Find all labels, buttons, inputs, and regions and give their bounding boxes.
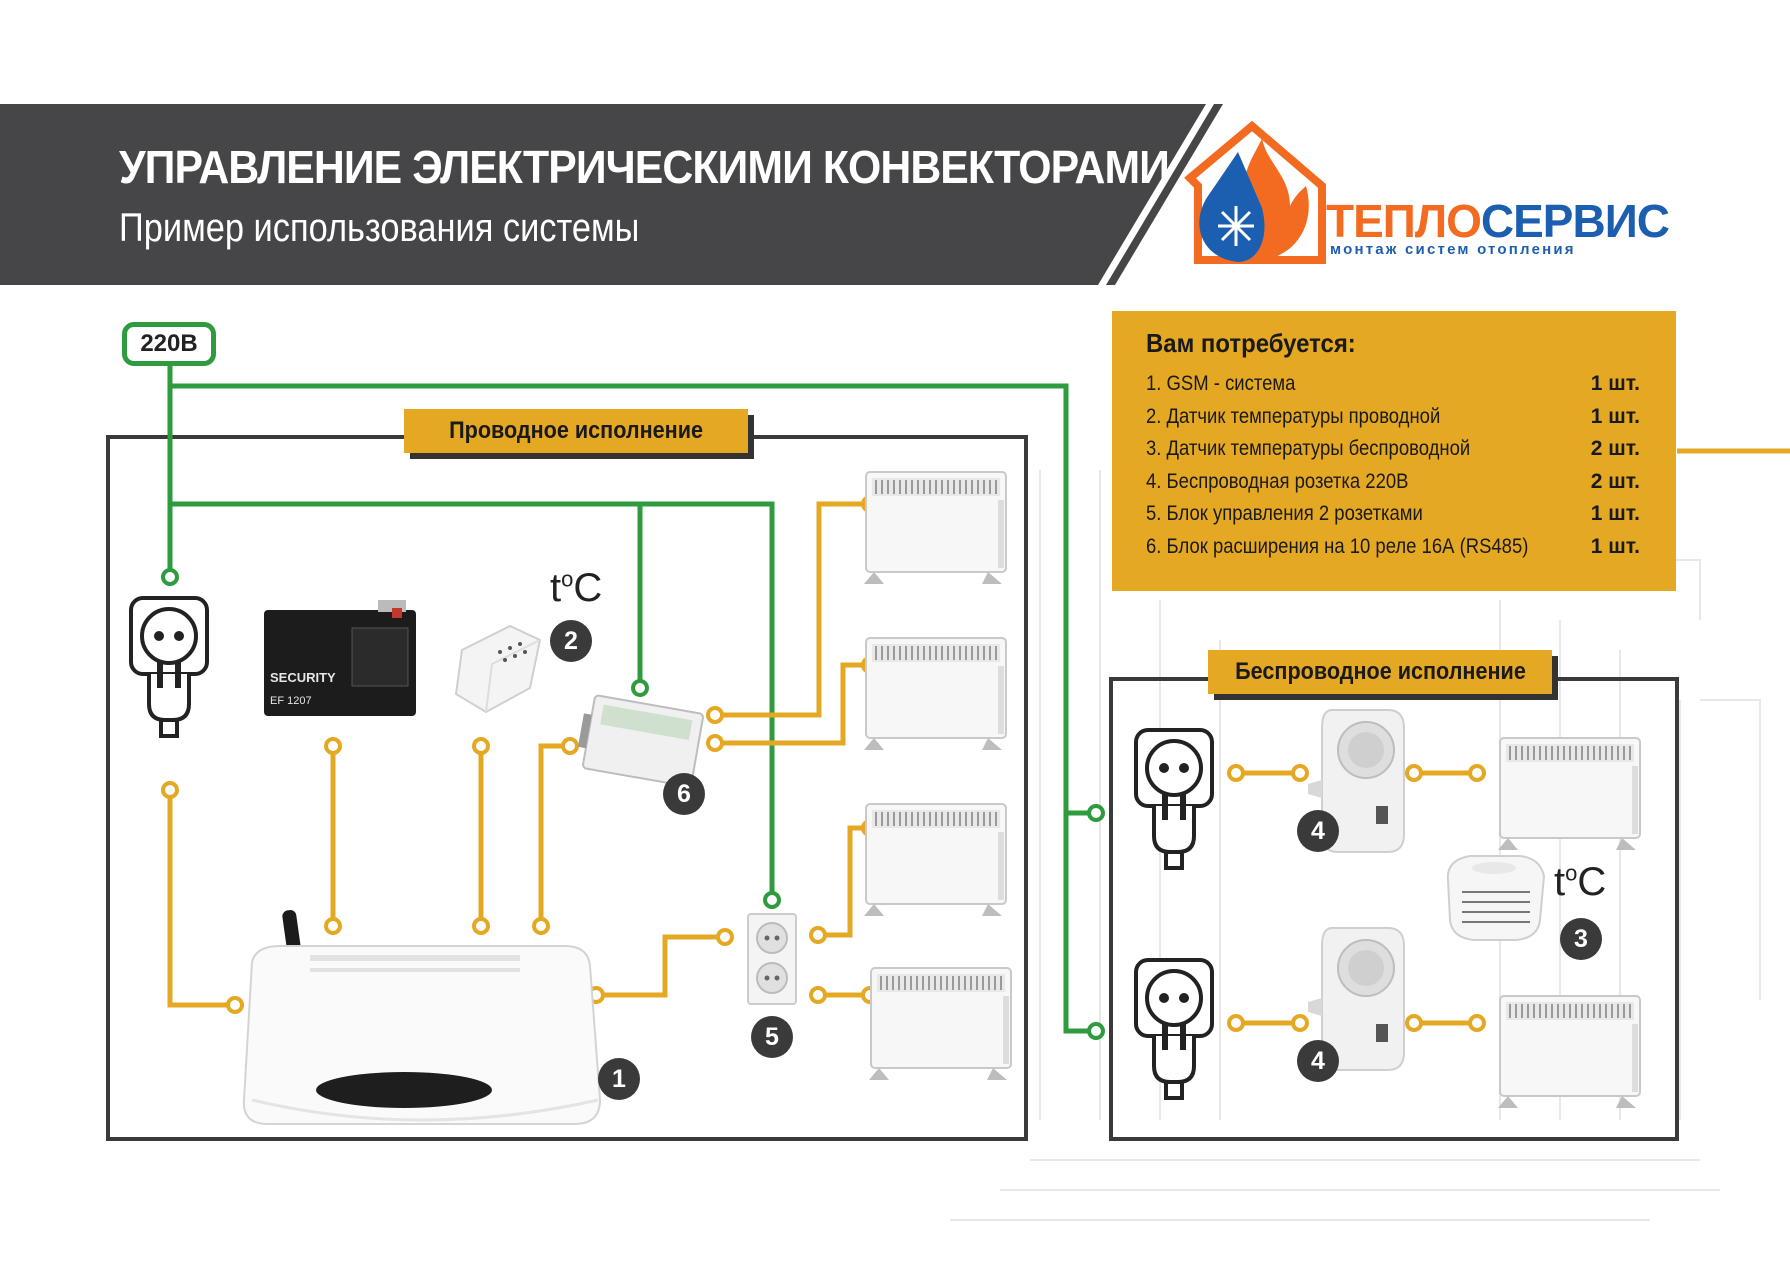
mains-socket-icon <box>1134 728 1214 870</box>
svg-text:EF 1207: EF 1207 <box>270 695 312 707</box>
logo-name-part1: ТЕПЛО <box>1326 195 1482 247</box>
requirements-title: Вам потребуется: <box>1146 328 1356 358</box>
page-title: УПРАВЛЕНИЕ ЭЛЕКТРИЧЕСКИМИ КОНВЕКТОРАМИ <box>119 141 1170 193</box>
svg-text:SECURITY: SECURITY <box>270 670 336 685</box>
convector-icon <box>863 803 1007 917</box>
power-line-nodes <box>161 568 1105 1040</box>
background-architecture <box>950 470 1761 1221</box>
wireless-section-label: Беспроводное исполнение <box>1208 650 1552 694</box>
wired-section-label: Проводное исполнение <box>404 409 748 453</box>
wireless-temperature-label: toC <box>1554 860 1607 904</box>
wireless-socket-number-badge: 4 <box>1297 1040 1339 1082</box>
wireless-socket-number-badge: 4 <box>1297 810 1339 852</box>
convector-icon <box>1497 737 1641 851</box>
page-subtitle: Пример использования системы <box>119 206 640 250</box>
wired-temperature-label: toC <box>550 566 603 610</box>
logo-tagline: монтаж систем отопления <box>1330 241 1576 258</box>
signal-lines <box>167 448 1790 1026</box>
convector-icon <box>868 967 1012 1081</box>
relay-expansion-block-icon <box>578 694 704 788</box>
power-badge: 220В <box>122 322 216 366</box>
battery-icon: SECURITY EF 1207 <box>264 600 416 716</box>
relay-block-number-badge: 6 <box>663 773 705 815</box>
wireless-temperature-sensor-icon <box>1446 855 1546 941</box>
convector-icon <box>863 637 1007 751</box>
logo-name-part2: СЕРВИС <box>1480 195 1670 247</box>
power-lines <box>167 366 1096 1034</box>
convector-icon <box>863 471 1007 585</box>
wired-temperature-sensor-icon <box>454 624 542 714</box>
wireless-sensor-number-badge: 3 <box>1560 918 1602 960</box>
requirement-item: 6. Блок расширения на 10 реле 16А (RS485… <box>1146 534 1640 558</box>
header-banner <box>0 104 1206 285</box>
logo-name: ТЕПЛОСЕРВИС <box>1326 194 1670 248</box>
gsm-system-icon <box>242 910 602 1125</box>
wired-sensor-number-badge: 2 <box>550 620 592 662</box>
gsm-number-badge: 1 <box>598 1058 640 1100</box>
socket-control-block-icon <box>747 913 797 1005</box>
convector-icon <box>1497 995 1641 1109</box>
header-banner-stripe <box>1106 104 1223 285</box>
mains-socket-icon <box>1134 958 1214 1100</box>
socket-block-number-badge: 5 <box>751 1016 793 1058</box>
logo-house-icon <box>1184 120 1326 264</box>
